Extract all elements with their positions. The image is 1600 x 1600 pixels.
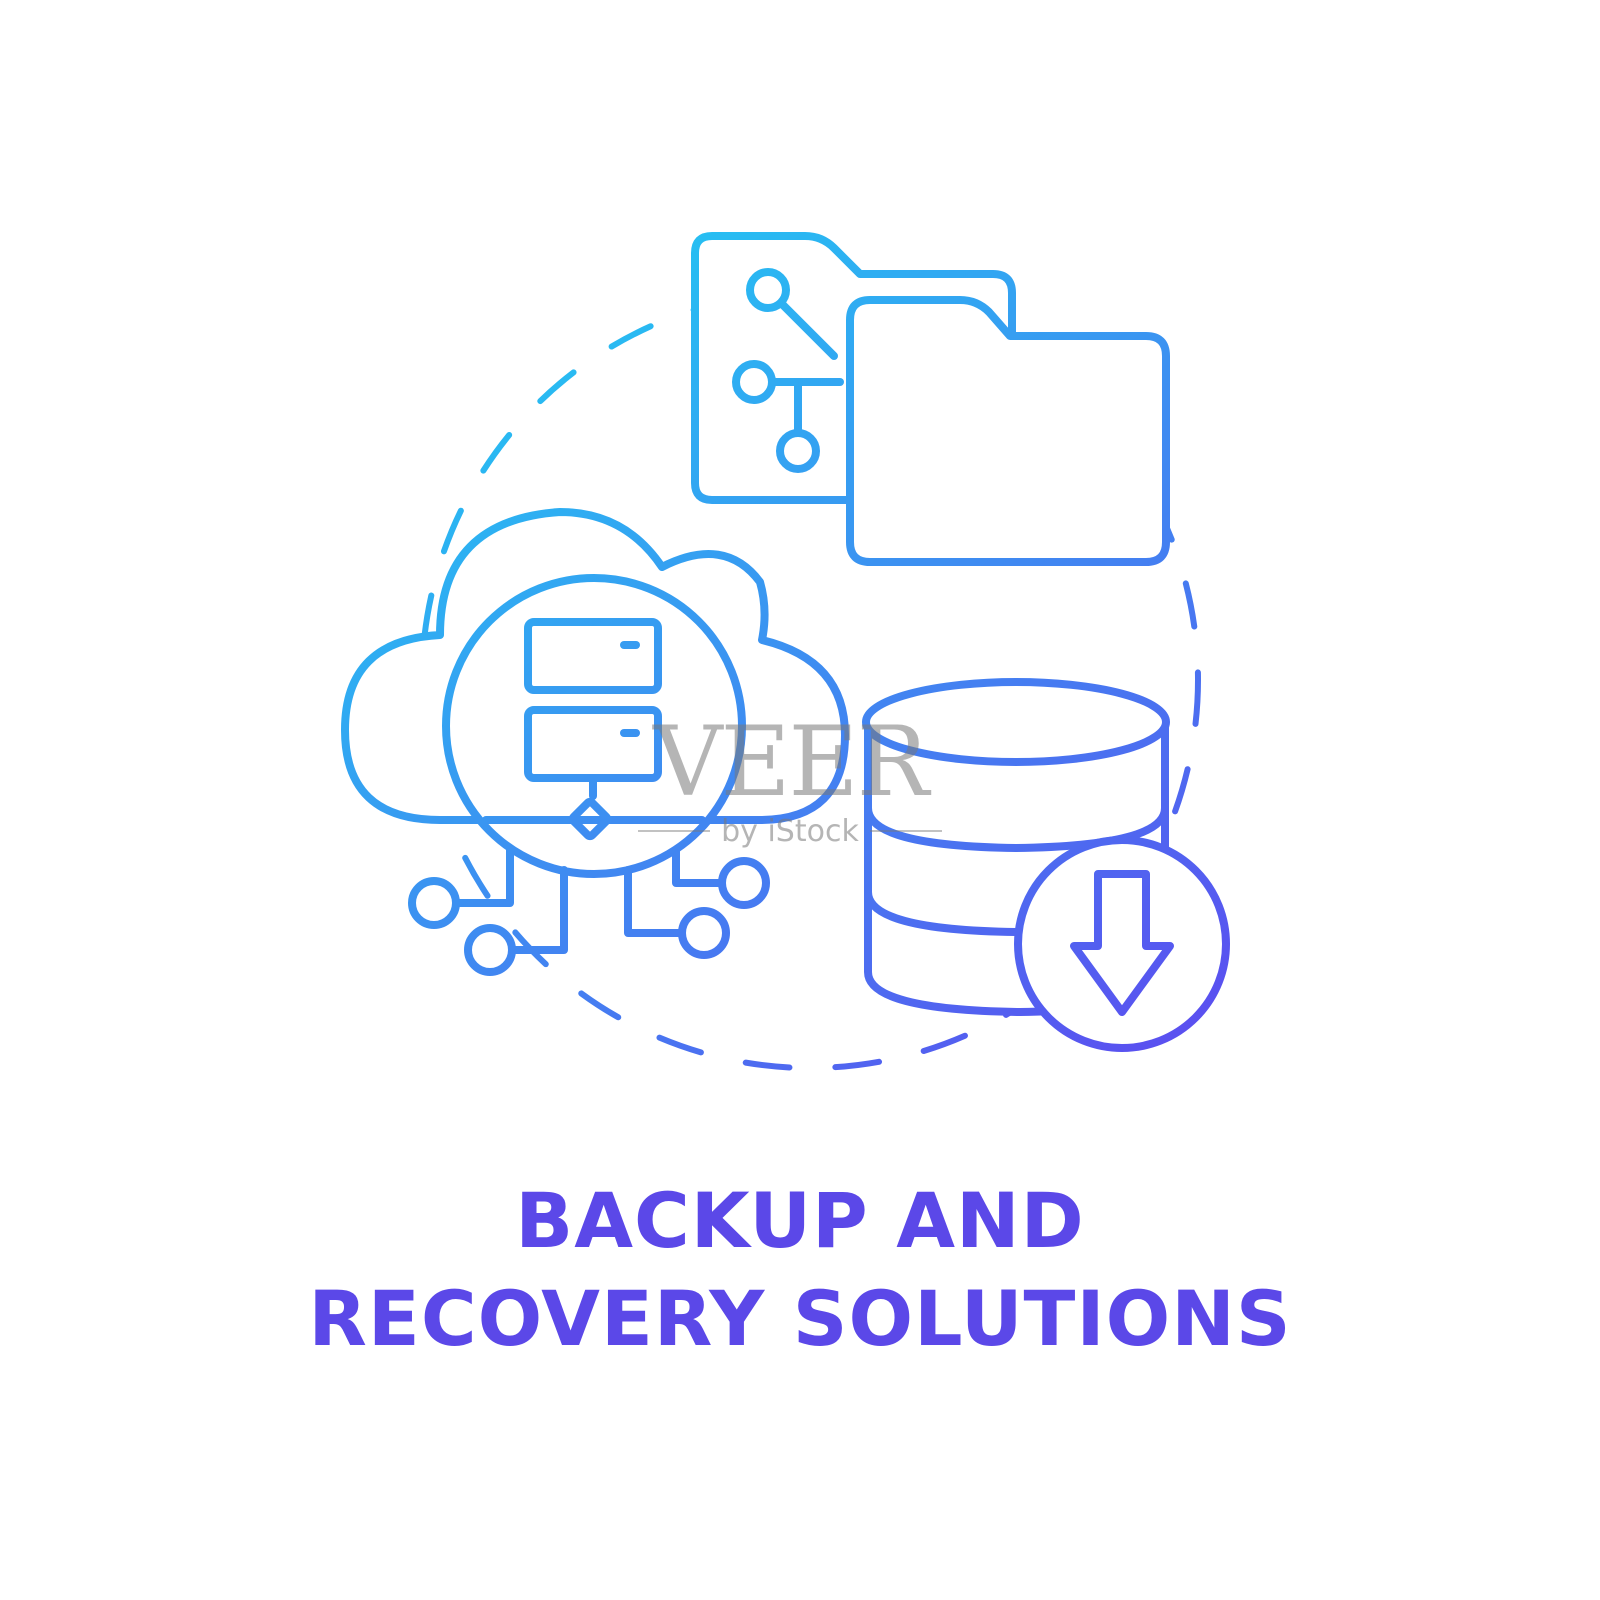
title-line-2: RECOVERY SOLUTIONS [308, 1274, 1292, 1363]
page-title: BACKUP AND RECOVERY SOLUTIONS [0, 1172, 1600, 1368]
download-arrow-icon [1014, 836, 1230, 1052]
cloud-icon [341, 508, 849, 976]
server-icon [524, 618, 662, 841]
network-nodes-icon [732, 268, 844, 473]
network-connectors [408, 846, 770, 976]
folder-icon [691, 232, 1170, 566]
title-line-1: BACKUP AND [515, 1176, 1085, 1265]
